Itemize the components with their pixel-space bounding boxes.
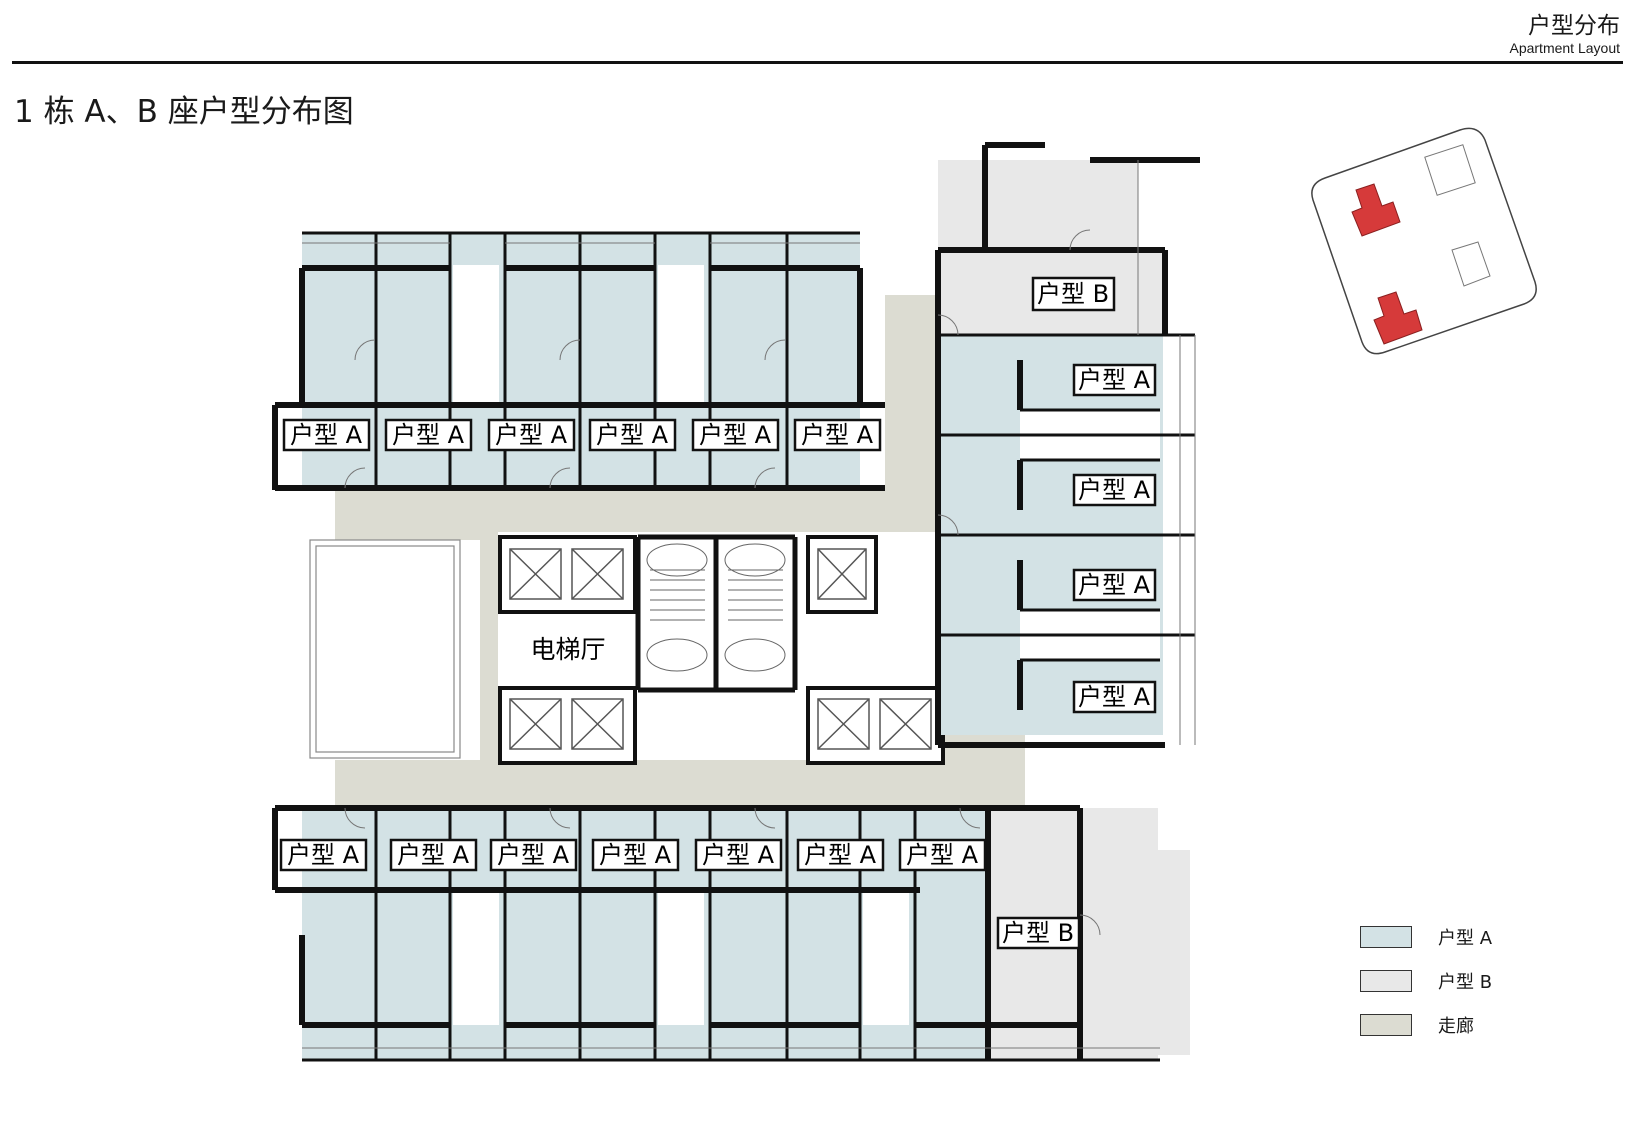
unit-label-layer: 户型 A 户型 A 户型 A 户型 A 户型 A 户型 A 户型 B 户型 A … [279, 276, 1157, 950]
top-units [272, 231, 885, 491]
unit-a-label: 户型 A [906, 841, 979, 869]
legend-label: 户型 A [1438, 928, 1493, 949]
unit-a-label: 户型 A [497, 841, 570, 869]
unit-b-label: 户型 B [1002, 919, 1074, 947]
legend-swatch [1360, 926, 1412, 948]
unit-a-label: 户型 A [702, 841, 775, 869]
section-subtitle: Apartment Layout [1509, 40, 1620, 56]
plan-title: 1 栋 A、B 座户型分布图 [14, 94, 354, 130]
unit-a-label: 户型 A [397, 841, 470, 869]
legend-item-corridor: 走廊 [1360, 1013, 1474, 1037]
unit-a-label: 户型 A [599, 841, 672, 869]
header-divider [12, 61, 1623, 64]
legend-label: 走廊 [1438, 1016, 1474, 1037]
legend-item-unit-a: 户型 A [1360, 925, 1492, 949]
legend-swatch [1360, 970, 1412, 992]
unit-a-label: 户型 A [392, 421, 465, 449]
unit-a-label: 户型 A [1078, 571, 1151, 599]
section-title: 户型分布 [1528, 13, 1620, 39]
core [498, 532, 945, 765]
unit-b-label: 户型 B [1037, 280, 1109, 308]
legend-item-unit-b: 户型 B [1360, 969, 1492, 993]
site-key-plan [1311, 127, 1537, 355]
legend-swatch [1360, 1014, 1412, 1036]
right-units [935, 142, 1200, 748]
unit-a-label: 户型 A [804, 841, 877, 869]
unit-a-label: 户型 A [1078, 476, 1151, 504]
unit-a-label: 户型 A [801, 421, 874, 449]
unit-a-label: 户型 A [290, 421, 363, 449]
legend-label: 户型 B [1438, 972, 1493, 993]
unit-a-label: 户型 A [1078, 683, 1151, 711]
unit-a-label: 户型 A [287, 841, 360, 869]
unit-a-label: 户型 A [699, 421, 772, 449]
unit-a-label: 户型 A [495, 421, 568, 449]
elevator-lobby-label: 电梯厅 [530, 635, 605, 664]
unit-a-label: 户型 A [1078, 366, 1151, 394]
void [309, 539, 461, 759]
unit-a-label: 户型 A [596, 421, 669, 449]
